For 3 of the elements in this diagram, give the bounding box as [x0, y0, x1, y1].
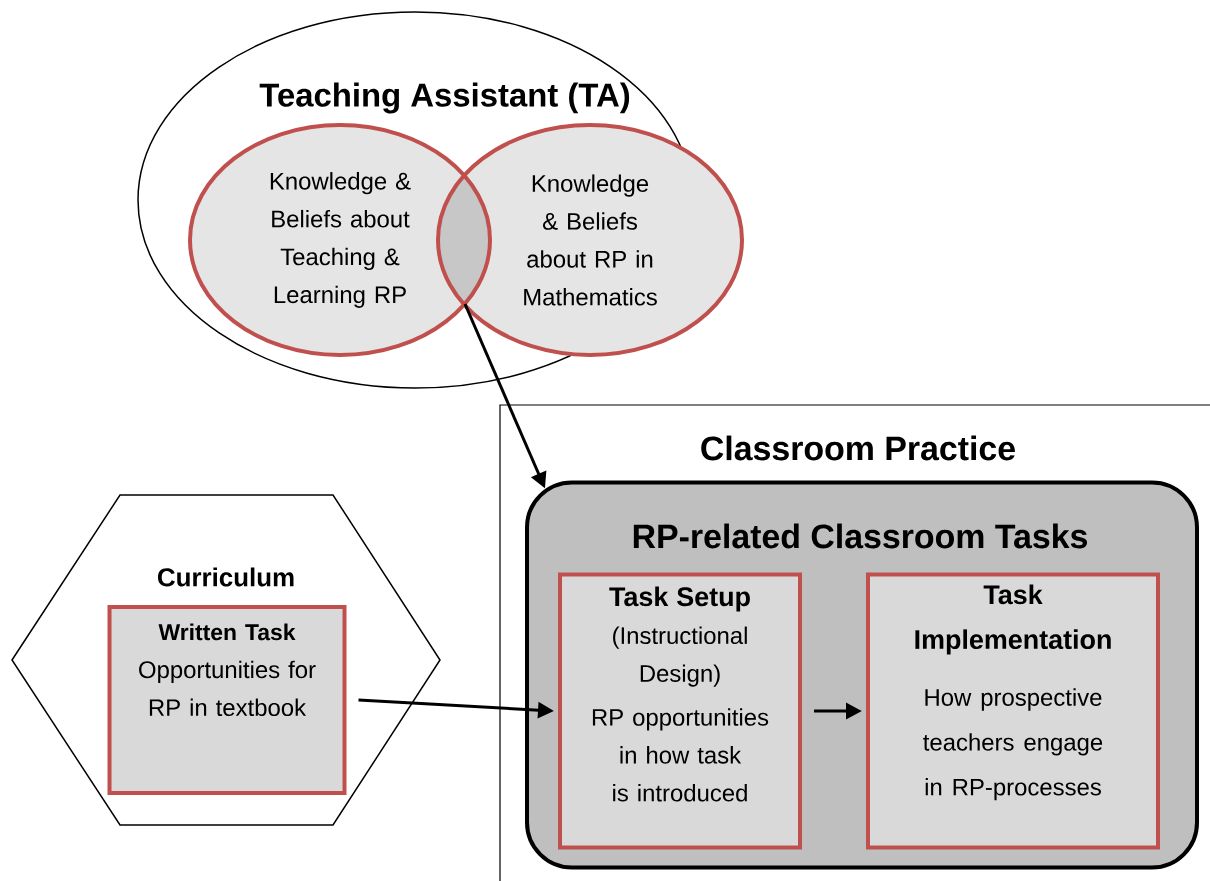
task-box: Task Implementation How prospective teachers engage in RP-processes [866, 572, 1160, 850]
task-box: Task Setup (Instructional Design) RP opportunities in how task is introduced [558, 572, 802, 850]
written-task-box: Written Task Opportunities for RP in textbook [107, 605, 347, 795]
